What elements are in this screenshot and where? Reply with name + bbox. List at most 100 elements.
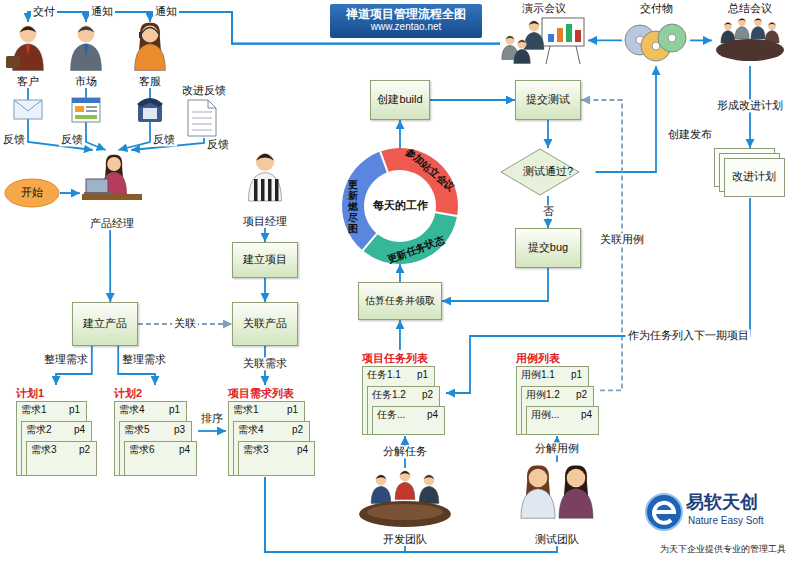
node-text: p1 [287,404,298,416]
drawing-part [138,104,162,122]
drawing-part [506,36,515,45]
edge-label: 反馈 [1,133,27,146]
drawing-part [208,100,216,108]
node-text: 需求3 [243,444,269,456]
figure-picture [4,22,52,74]
connector [138,323,232,325]
figure-picture [80,150,144,216]
drawing-part [754,18,762,21]
drawing-part [14,100,42,119]
node-text: p3 [174,424,185,436]
node-text: 测试团队 [535,533,579,546]
company-logo [646,494,682,530]
node-text: 估算任务并领取 [365,295,435,307]
node-text: 需求6 [129,444,155,456]
drawing-part [86,110,97,112]
cycle-wheel: 每天的工作参加站立会议更新任务状态更新燃尽图 [342,148,458,264]
figure-drawing [135,23,166,71]
drawing-part [20,26,37,43]
figure-node: 项目经理 [232,148,298,228]
list-stack: 用例列表用例1.1p1用例1.2p2用例...p4 [514,350,600,436]
node-text: 任务1.2 [372,389,406,401]
node-text: p4 [297,444,308,456]
node-text: p1 [169,404,180,416]
drawing-part [376,475,387,486]
node-text: 需求4 [238,424,264,436]
drawing-part [501,149,579,195]
node-text: 交付物 [640,2,673,15]
process-box: 建立产品 [72,302,138,346]
edge-label: 关联用例 [598,233,646,246]
list-stack: 计划1需求1p1需求2p4需求3p2 [14,385,98,477]
drawing-part [82,194,142,200]
node-text: 用例1.2 [526,389,560,401]
drawing-part [249,173,282,202]
node-text: p1 [571,369,582,381]
edge-label: 反馈 [59,133,85,146]
connector [404,436,406,468]
decision-diamond: 测试通过? [500,148,595,196]
connector [588,40,622,42]
drawing-part [192,118,212,119]
drawing-part [506,36,515,39]
caption-text: 为天下企业提供专业的管理工具 [660,544,786,555]
drawing-part [367,504,443,520]
drawing-part [395,482,415,499]
drawing-part [658,24,686,52]
drawing-part [256,153,274,171]
figure-picture [510,462,604,532]
drawing-part [14,100,42,111]
connector [690,40,712,42]
drawing-part [724,22,732,30]
node-text: 关联产品 [243,317,287,330]
edge-label: 创建发布 [666,128,714,141]
phone-icon [137,98,163,122]
figure-node: 开发团队 [355,468,455,546]
drawing-part [75,115,97,119]
drawing-part [768,22,776,30]
connector [442,268,548,301]
drawing-part [27,442,97,476]
node-text: p2 [422,389,433,401]
node-text: 客户 [17,75,39,88]
node-text: p4 [74,424,85,436]
figure-drawing [359,471,451,527]
drawing-part [84,192,112,194]
edge-label: 反馈 [151,133,177,146]
node-text: p2 [576,389,587,401]
webpage-icon [72,98,100,122]
envelope-icon [14,100,42,119]
node-text: 项目经理 [243,215,287,228]
drawing-part [137,98,163,107]
process-box: 关联产品 [232,302,298,346]
drawing-part [521,489,555,518]
node-text: 项目需求列表 [228,387,294,400]
figure-drawing [521,465,593,518]
process-box: 提交测试 [515,80,581,120]
connector [581,100,622,390]
connector [56,346,92,385]
node-text: 项目任务列表 [362,352,428,365]
node-text: 市场 [75,75,97,88]
node-text: p4 [427,409,438,421]
figure-picture [232,148,298,214]
connector [596,66,656,172]
document-picture [176,100,232,138]
drawing-part [261,179,265,201]
node-text: 需求5 [124,424,150,436]
drawing-part [135,44,166,71]
connector [399,120,401,148]
start-ellipse: 开始 [4,178,60,208]
drawing-part [518,40,527,43]
drawing-part [26,44,30,56]
drawing-part [529,21,540,32]
node-text: 提交测试 [526,93,570,106]
caption-text: Nature Easy Soft [688,515,764,527]
figure-node: 总结会议 [712,2,788,66]
connector [547,120,549,148]
figure-node: 产品经理 [80,150,144,230]
figure-picture [622,16,690,66]
edge-label: 作为任务列入下一期项目 [626,329,751,342]
connector [109,230,111,302]
